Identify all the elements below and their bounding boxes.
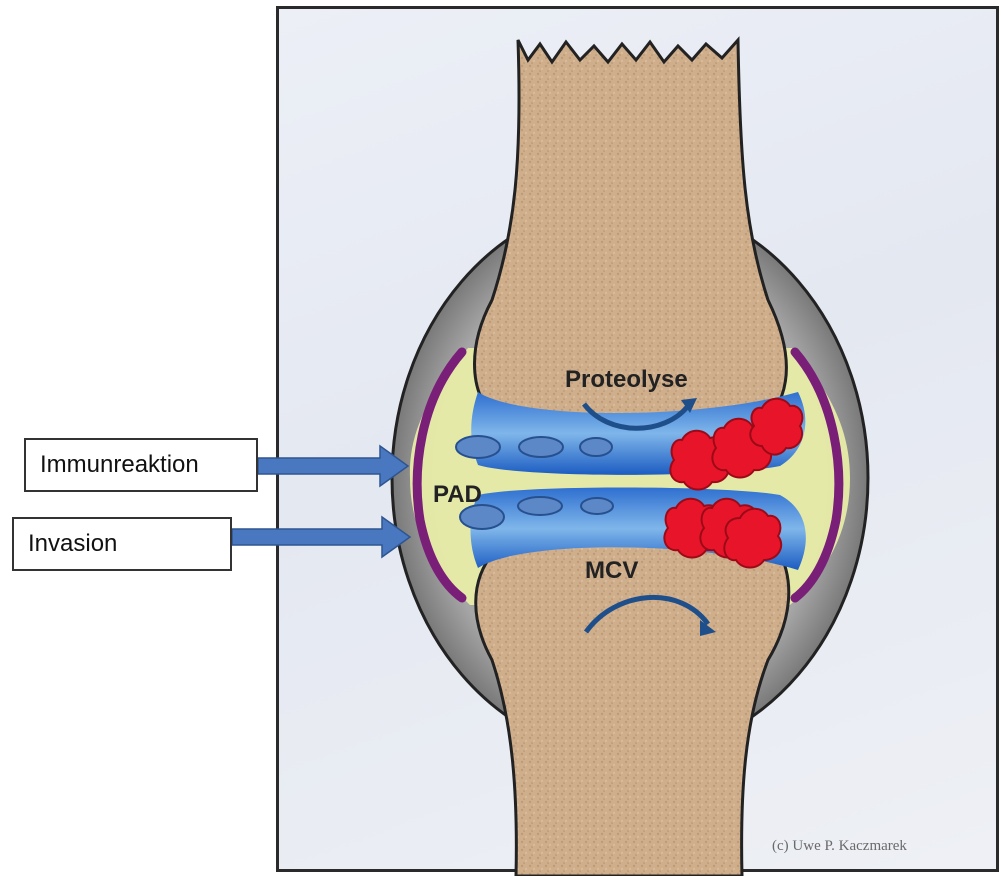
invasion-label: Invasion: [28, 530, 117, 558]
immune-cell: [456, 436, 500, 458]
immune-cell: [580, 438, 612, 456]
immune-cell: [519, 437, 563, 457]
invasion-arrow: [232, 517, 410, 557]
immunreaktion-label: Immunreaktion: [40, 451, 199, 479]
immune-cell: [581, 498, 613, 514]
immunreaktion-arrow: [258, 446, 408, 486]
pannus-cluster: [750, 399, 802, 455]
pad-label: PAD: [433, 481, 482, 509]
proteolyse-label: Proteolyse: [565, 366, 688, 394]
immunreaktion-label-box: Immunreaktion: [24, 438, 258, 492]
copyright-text: (c) Uwe P. Kaczmarek: [772, 838, 907, 855]
immune-cell: [518, 497, 562, 515]
mcv-label: MCV: [585, 557, 638, 585]
invasion-label-box: Invasion: [12, 517, 232, 571]
